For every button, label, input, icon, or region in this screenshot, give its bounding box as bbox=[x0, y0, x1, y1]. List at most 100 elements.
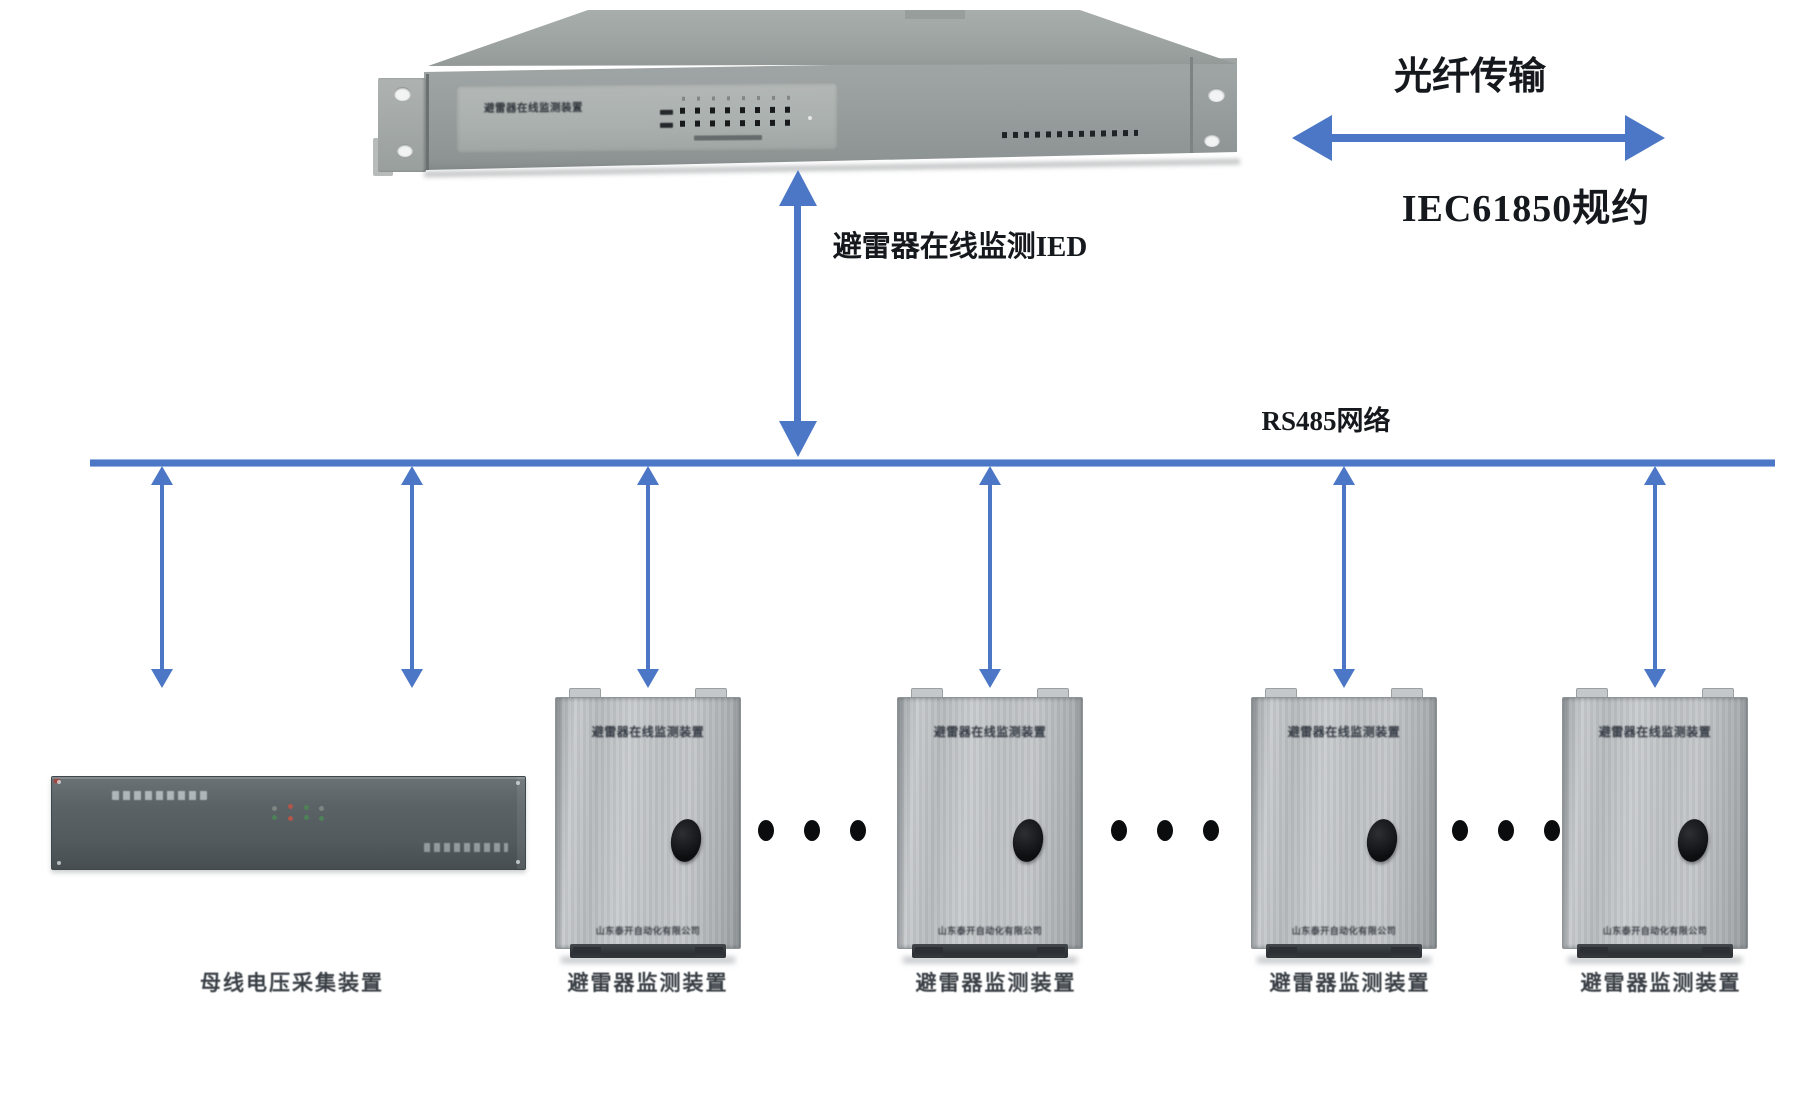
arrow-shaft bbox=[794, 202, 801, 425]
arrester-device-label: 避雷器监测装置 bbox=[1580, 971, 1742, 995]
continuation-dots-icon bbox=[1203, 820, 1219, 841]
device-panel-text: 避雷器在线监测装置 bbox=[1287, 725, 1401, 739]
bus-drop-arrow-icon bbox=[1333, 466, 1355, 688]
device-foot bbox=[1037, 947, 1065, 957]
status-led bbox=[272, 806, 277, 811]
arrow-head-down bbox=[1333, 669, 1355, 688]
arrester-device-label: 避雷器监测装置 bbox=[915, 971, 1077, 995]
device-body: 避雷器在线监测装置 山东泰开自动化有限公司 bbox=[555, 697, 741, 958]
continuation-dots-icon bbox=[1111, 820, 1127, 841]
device-foot bbox=[1391, 947, 1419, 957]
fiber-double-arrow-icon bbox=[1292, 115, 1665, 161]
ied-rack-device: 避雷器在线监测装置 bbox=[330, 4, 1242, 180]
power-led bbox=[808, 116, 812, 120]
arrester-device-label: 避雷器监测装置 bbox=[1269, 971, 1431, 995]
arrow-head-left bbox=[1292, 115, 1332, 161]
device-foot bbox=[573, 947, 601, 957]
screw-hole bbox=[397, 144, 413, 157]
arrow-head-down bbox=[151, 669, 173, 688]
device-body: 避雷器在线监测装置 山东泰开自动化有限公司 bbox=[1251, 697, 1437, 958]
arrow-shaft bbox=[646, 482, 650, 672]
manufacturer-text: 山东泰开自动化有限公司 bbox=[595, 926, 701, 936]
device-shadow bbox=[903, 957, 1077, 963]
device-body: 避雷器在线监测装置 山东泰开自动化有限公司 bbox=[1562, 697, 1748, 958]
arrester-device: 避雷器在线监测装置 山东泰开自动化有限公司 bbox=[1251, 688, 1437, 968]
device-panel-text: 避雷器在线监测装置 bbox=[591, 725, 705, 739]
status-led bbox=[288, 804, 293, 809]
device-shadow bbox=[1257, 957, 1431, 963]
manufacturer-text: 山东泰开自动化有限公司 bbox=[1602, 926, 1708, 936]
ied-rack-vent bbox=[905, 10, 965, 19]
arrow-head-up bbox=[151, 466, 173, 485]
bus-drop-arrow-icon bbox=[637, 466, 659, 688]
device-foot bbox=[1269, 947, 1297, 957]
status-led bbox=[304, 815, 309, 820]
corner-screw bbox=[57, 861, 61, 865]
arrester-device: 避雷器在线监测装置 山东泰开自动化有限公司 bbox=[555, 688, 741, 968]
continuation-dots-icon bbox=[1452, 820, 1468, 841]
arrow-head-up bbox=[401, 466, 423, 485]
arrow-head-up bbox=[779, 170, 817, 206]
device-model-text bbox=[112, 791, 207, 800]
arrow-head-down bbox=[779, 421, 817, 457]
manufacturer-text: 山东泰开自动化有限公司 bbox=[1291, 926, 1397, 936]
device-right-cap bbox=[517, 777, 525, 869]
arrester-device: 避雷器在线监测装置 山东泰开自动化有限公司 bbox=[897, 688, 1083, 968]
device-foot bbox=[695, 947, 723, 957]
arrow-head-down bbox=[979, 669, 1001, 688]
brushed-metal-texture bbox=[1252, 698, 1436, 948]
status-led bbox=[319, 806, 324, 811]
bus-drop-arrow-icon bbox=[401, 466, 423, 688]
arrow-head-up bbox=[1644, 466, 1666, 485]
device-serial-text bbox=[424, 843, 508, 852]
arrow-head-right bbox=[1625, 115, 1665, 161]
led-grid-row bbox=[680, 119, 798, 127]
arrow-head-down bbox=[1644, 669, 1666, 688]
continuation-dots-icon bbox=[1544, 820, 1560, 841]
bus-drop-arrow-icon bbox=[151, 466, 173, 688]
bus-voltage-device bbox=[51, 776, 526, 870]
continuation-dots-icon bbox=[1157, 820, 1173, 841]
ied-front-panel: 避雷器在线监测装置 bbox=[456, 82, 838, 154]
continuation-dots-icon bbox=[804, 820, 820, 841]
device-panel-text: 避雷器在线监测装置 bbox=[933, 725, 1047, 739]
ied-label: 避雷器在线监测IED bbox=[832, 231, 1088, 263]
screw-hole bbox=[1204, 134, 1220, 147]
status-led bbox=[319, 816, 324, 821]
fiber-label-top: 光纤传输 bbox=[1393, 55, 1546, 98]
panel-caption-text bbox=[694, 134, 762, 141]
ied-rack-top bbox=[428, 10, 1236, 66]
brushed-metal-texture bbox=[1563, 698, 1747, 948]
device-base bbox=[1266, 944, 1422, 958]
device-foot bbox=[915, 947, 943, 957]
arrow-shaft bbox=[988, 482, 992, 672]
device-body: 避雷器在线监测装置 山东泰开自动化有限公司 bbox=[897, 697, 1083, 958]
continuation-dots-icon bbox=[1498, 820, 1514, 841]
bus-drop-arrow-icon bbox=[979, 466, 1001, 688]
device-base bbox=[1577, 944, 1733, 958]
arrester-device-label: 避雷器监测装置 bbox=[567, 971, 729, 995]
device-shadow bbox=[561, 957, 735, 963]
device-base bbox=[912, 944, 1068, 958]
led-row-label bbox=[660, 122, 673, 128]
ied-bus-double-arrow-icon bbox=[779, 170, 817, 457]
led-row-label bbox=[660, 109, 673, 115]
bus-voltage-label: 母线电压采集装置 bbox=[200, 971, 384, 995]
status-led bbox=[304, 805, 309, 810]
manufacturer-text: 山东泰开自动化有限公司 bbox=[937, 926, 1043, 936]
device-panel-text: 避雷器在线监测装置 bbox=[1598, 725, 1712, 739]
status-led bbox=[288, 816, 293, 821]
device-base bbox=[570, 944, 726, 958]
arrow-shaft bbox=[1342, 482, 1346, 672]
rs485-bus-line bbox=[90, 460, 1775, 466]
device-shadow bbox=[1568, 957, 1742, 963]
screw-hole bbox=[1208, 88, 1225, 102]
panel-seam bbox=[1190, 56, 1193, 154]
arrester-device: 避雷器在线监测装置 山东泰开自动化有限公司 bbox=[1562, 688, 1748, 968]
arrow-head-down bbox=[401, 669, 423, 688]
device-foot bbox=[1580, 947, 1608, 957]
device-foot bbox=[1702, 947, 1730, 957]
screw-hole bbox=[394, 87, 411, 101]
corner-screw bbox=[516, 781, 520, 785]
